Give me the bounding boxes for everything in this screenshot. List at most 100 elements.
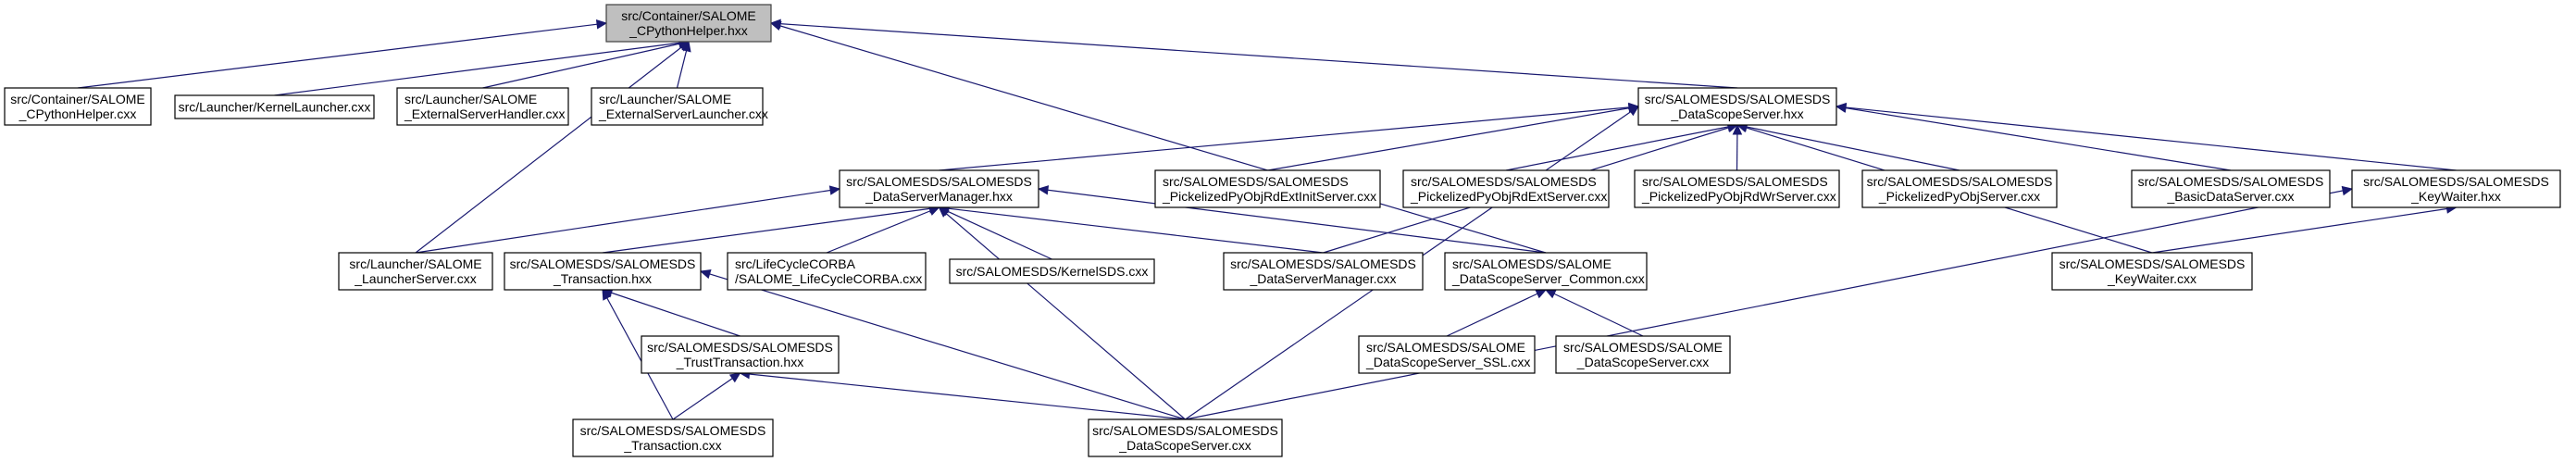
nodes-layer: src/Container/SALOME_CPythonHelper.hxxsr… bbox=[4, 4, 2561, 457]
node-box bbox=[174, 94, 375, 119]
node-label: _ExternalServerHandler.cxx bbox=[404, 106, 566, 121]
node-label: src/Launcher/SALOME bbox=[404, 92, 537, 106]
node-box bbox=[1358, 335, 1536, 374]
node-label: _DataScopeServer.cxx bbox=[1118, 438, 1251, 453]
edge-pyobj-to-datascope_hxx bbox=[1736, 124, 1960, 171]
node-ext-server-handler[interactable]: src/Launcher/SALOME_ExternalServerHandle… bbox=[396, 87, 569, 126]
node-trust-hxx[interactable]: src/SALOMESDS/SALOMESDS_TrustTransaction… bbox=[641, 335, 840, 374]
edge-keywaiter_hxx-to-datascope_hxx bbox=[1836, 106, 2457, 171]
node-box bbox=[1444, 252, 1648, 291]
edge-transaction_hxx-to-dsm_hxx bbox=[602, 206, 940, 254]
arrowhead-icon bbox=[2341, 185, 2354, 196]
node-transaction-hxx[interactable]: src/SALOMESDS/SALOMESDS_Transaction.hxx bbox=[504, 252, 702, 291]
node-label: _BasicDataServer.cxx bbox=[2167, 189, 2295, 204]
node-label: src/SALOMESDS/SALOMESDS bbox=[1642, 174, 1828, 189]
node-label: _DataScopeServer_Common.cxx bbox=[1451, 271, 1645, 286]
edge-datascope_hxx-to-root bbox=[770, 22, 1738, 89]
node-label: src/Launcher/SALOME bbox=[349, 256, 481, 271]
node-label: src/SALOMESDS/SALOMESDS bbox=[1411, 174, 1597, 189]
node-label: _DataScopeServer_SSL.cxx bbox=[1365, 355, 1530, 369]
node-label: _DataServerManager.hxx bbox=[865, 189, 1013, 204]
node-box bbox=[4, 87, 152, 126]
node-box bbox=[2051, 252, 2253, 291]
node-sdsdss-cxx[interactable]: src/SALOMESDS/SALOMESDS_DataScopeServer.… bbox=[1088, 418, 1283, 457]
edge-transaction_cxx-to-transaction_hxx bbox=[602, 289, 674, 420]
node-box bbox=[396, 87, 569, 126]
edge-ssl-to-common bbox=[1446, 289, 1547, 337]
node-box bbox=[605, 4, 772, 43]
node-dsm-hxx[interactable]: src/SALOMESDS/SALOMESDS_DataServerManage… bbox=[839, 169, 1039, 208]
node-kernel-launcher[interactable]: src/Launcher/KernelLauncher.cxx bbox=[174, 94, 375, 119]
node-lifecycle[interactable]: src/LifeCycleCORBA/SALOME_LifeCycleCORBA… bbox=[727, 252, 927, 291]
node-kernelsds[interactable]: src/SALOMESDS/KernelSDS.cxx bbox=[949, 258, 1155, 284]
root-node[interactable]: src/Container/SALOME_CPythonHelper.hxx bbox=[605, 4, 772, 43]
node-label: src/SALOMESDS/SALOMESDS bbox=[1867, 174, 2053, 189]
node-box bbox=[1634, 169, 1840, 208]
arrowhead-icon bbox=[1037, 185, 1050, 195]
node-ssl[interactable]: src/SALOMESDS/SALOME_DataScopeServer_SSL… bbox=[1358, 335, 1536, 374]
node-box bbox=[572, 418, 774, 457]
edge-ext_server_handler-to-root bbox=[482, 41, 690, 89]
node-launcher-server[interactable]: src/Launcher/SALOME_LauncherServer.cxx bbox=[338, 252, 493, 291]
node-box bbox=[2131, 169, 2331, 208]
edge-dsm_hxx-to-datascope_hxx bbox=[939, 106, 1639, 171]
node-label: src/SALOMESDS/SALOME bbox=[1563, 340, 1723, 355]
node-label: _ExternalServerLauncher.cxx bbox=[598, 106, 768, 121]
node-box bbox=[338, 252, 493, 291]
node-label: _DataServerManager.cxx bbox=[1250, 271, 1397, 286]
node-label: src/SALOMESDS/SALOMESDS bbox=[2060, 256, 2246, 271]
node-rdextinit[interactable]: src/SALOMESDS/SALOMESDS_PickelizedPyObjR… bbox=[1154, 169, 1381, 208]
node-common[interactable]: src/SALOMESDS/SALOME_DataScopeServer_Com… bbox=[1444, 252, 1648, 291]
node-label: src/Container/SALOME bbox=[10, 92, 145, 106]
node-salome-dss-cxx[interactable]: src/SALOMESDS/SALOME_DataScopeServer.cxx bbox=[1555, 335, 1731, 374]
edge-transaction_cxx-to-trust_hxx bbox=[672, 372, 740, 420]
arrowhead-icon bbox=[1835, 102, 1847, 113]
node-box bbox=[1088, 418, 1283, 457]
edge-rdextinit-to-datascope_hxx bbox=[1267, 106, 1639, 171]
node-datascope-hxx[interactable]: src/SALOMESDS/SALOMESDS_DataScopeServer.… bbox=[1637, 87, 1837, 126]
node-label: _LauncherServer.cxx bbox=[354, 271, 477, 286]
node-box bbox=[2351, 169, 2561, 208]
node-label: /SALOME_LifeCycleCORBA.cxx bbox=[735, 271, 922, 286]
node-box bbox=[1555, 335, 1731, 374]
node-rdext[interactable]: src/SALOMESDS/SALOMESDS_PickelizedPyObjR… bbox=[1402, 169, 1610, 208]
node-label: _PickelizedPyObjRdExtInitServer.cxx bbox=[1162, 189, 1376, 204]
node-label: src/SALOMESDS/KernelSDS.cxx bbox=[956, 264, 1149, 279]
edge-common-to-root bbox=[770, 22, 1547, 254]
node-label: src/SALOMESDS/SALOME bbox=[1366, 340, 1525, 355]
node-keywaiter-hxx[interactable]: src/SALOMESDS/SALOMESDS_KeyWaiter.hxx bbox=[2351, 169, 2561, 208]
node-dsm-cxx[interactable]: src/SALOMESDS/SALOMESDS_DataServerManage… bbox=[1223, 252, 1424, 291]
node-label: _DataScopeServer.hxx bbox=[1670, 106, 1803, 121]
node-ext-server-launcher[interactable]: src/Launcher/SALOME_ExternalServerLaunch… bbox=[591, 87, 768, 126]
arrowhead-icon bbox=[699, 269, 712, 280]
arrowhead-icon bbox=[769, 20, 782, 31]
arrowhead-icon bbox=[728, 372, 741, 383]
node-basic[interactable]: src/SALOMESDS/SALOMESDS_BasicDataServer.… bbox=[2131, 169, 2331, 208]
node-cpython-cxx[interactable]: src/Container/SALOME_CPythonHelper.cxx bbox=[4, 87, 152, 126]
node-box bbox=[1637, 87, 1837, 126]
arrowhead-icon bbox=[678, 41, 690, 52]
arrowhead-icon bbox=[938, 206, 950, 218]
edge-keywaiter_cxx-to-keywaiter_hxx bbox=[2151, 206, 2457, 254]
node-pyobj[interactable]: src/SALOMESDS/SALOMESDS_PickelizedPyObjS… bbox=[1861, 169, 2058, 208]
arrowhead-icon bbox=[1544, 289, 1557, 299]
node-label: _CPythonHelper.hxx bbox=[628, 23, 748, 38]
node-label: _KeyWaiter.hxx bbox=[2410, 189, 2501, 204]
node-rdwr[interactable]: src/SALOMESDS/SALOMESDS_PickelizedPyObjR… bbox=[1634, 169, 1840, 208]
node-label: _KeyWaiter.cxx bbox=[2107, 271, 2196, 286]
node-keywaiter-cxx[interactable]: src/SALOMESDS/SALOMESDS_KeyWaiter.cxx bbox=[2051, 252, 2253, 291]
edge-dsm_cxx-to-dsm_hxx bbox=[939, 206, 1324, 254]
edge-cpython_cxx-to-root bbox=[77, 22, 607, 89]
node-label: src/SALOMESDS/SALOMESDS bbox=[846, 174, 1032, 189]
node-label: _TrustTransaction.hxx bbox=[676, 355, 803, 369]
node-label: src/Launcher/KernelLauncher.cxx bbox=[179, 100, 371, 115]
arrowhead-icon bbox=[602, 288, 612, 301]
node-label: src/SALOMESDS/SALOMESDS bbox=[647, 340, 833, 355]
node-label: _PickelizedPyObjRdExtServer.cxx bbox=[1410, 189, 1607, 204]
node-transaction-cxx[interactable]: src/SALOMESDS/SALOMESDS_Transaction.cxx bbox=[572, 418, 774, 457]
node-box bbox=[1402, 169, 1610, 208]
node-label: src/SALOMESDS/SALOMESDS bbox=[510, 256, 696, 271]
node-label: _PickelizedPyObjRdWrServer.cxx bbox=[1641, 189, 1836, 204]
edge-lifecycle-to-dsm_hxx bbox=[826, 206, 940, 254]
